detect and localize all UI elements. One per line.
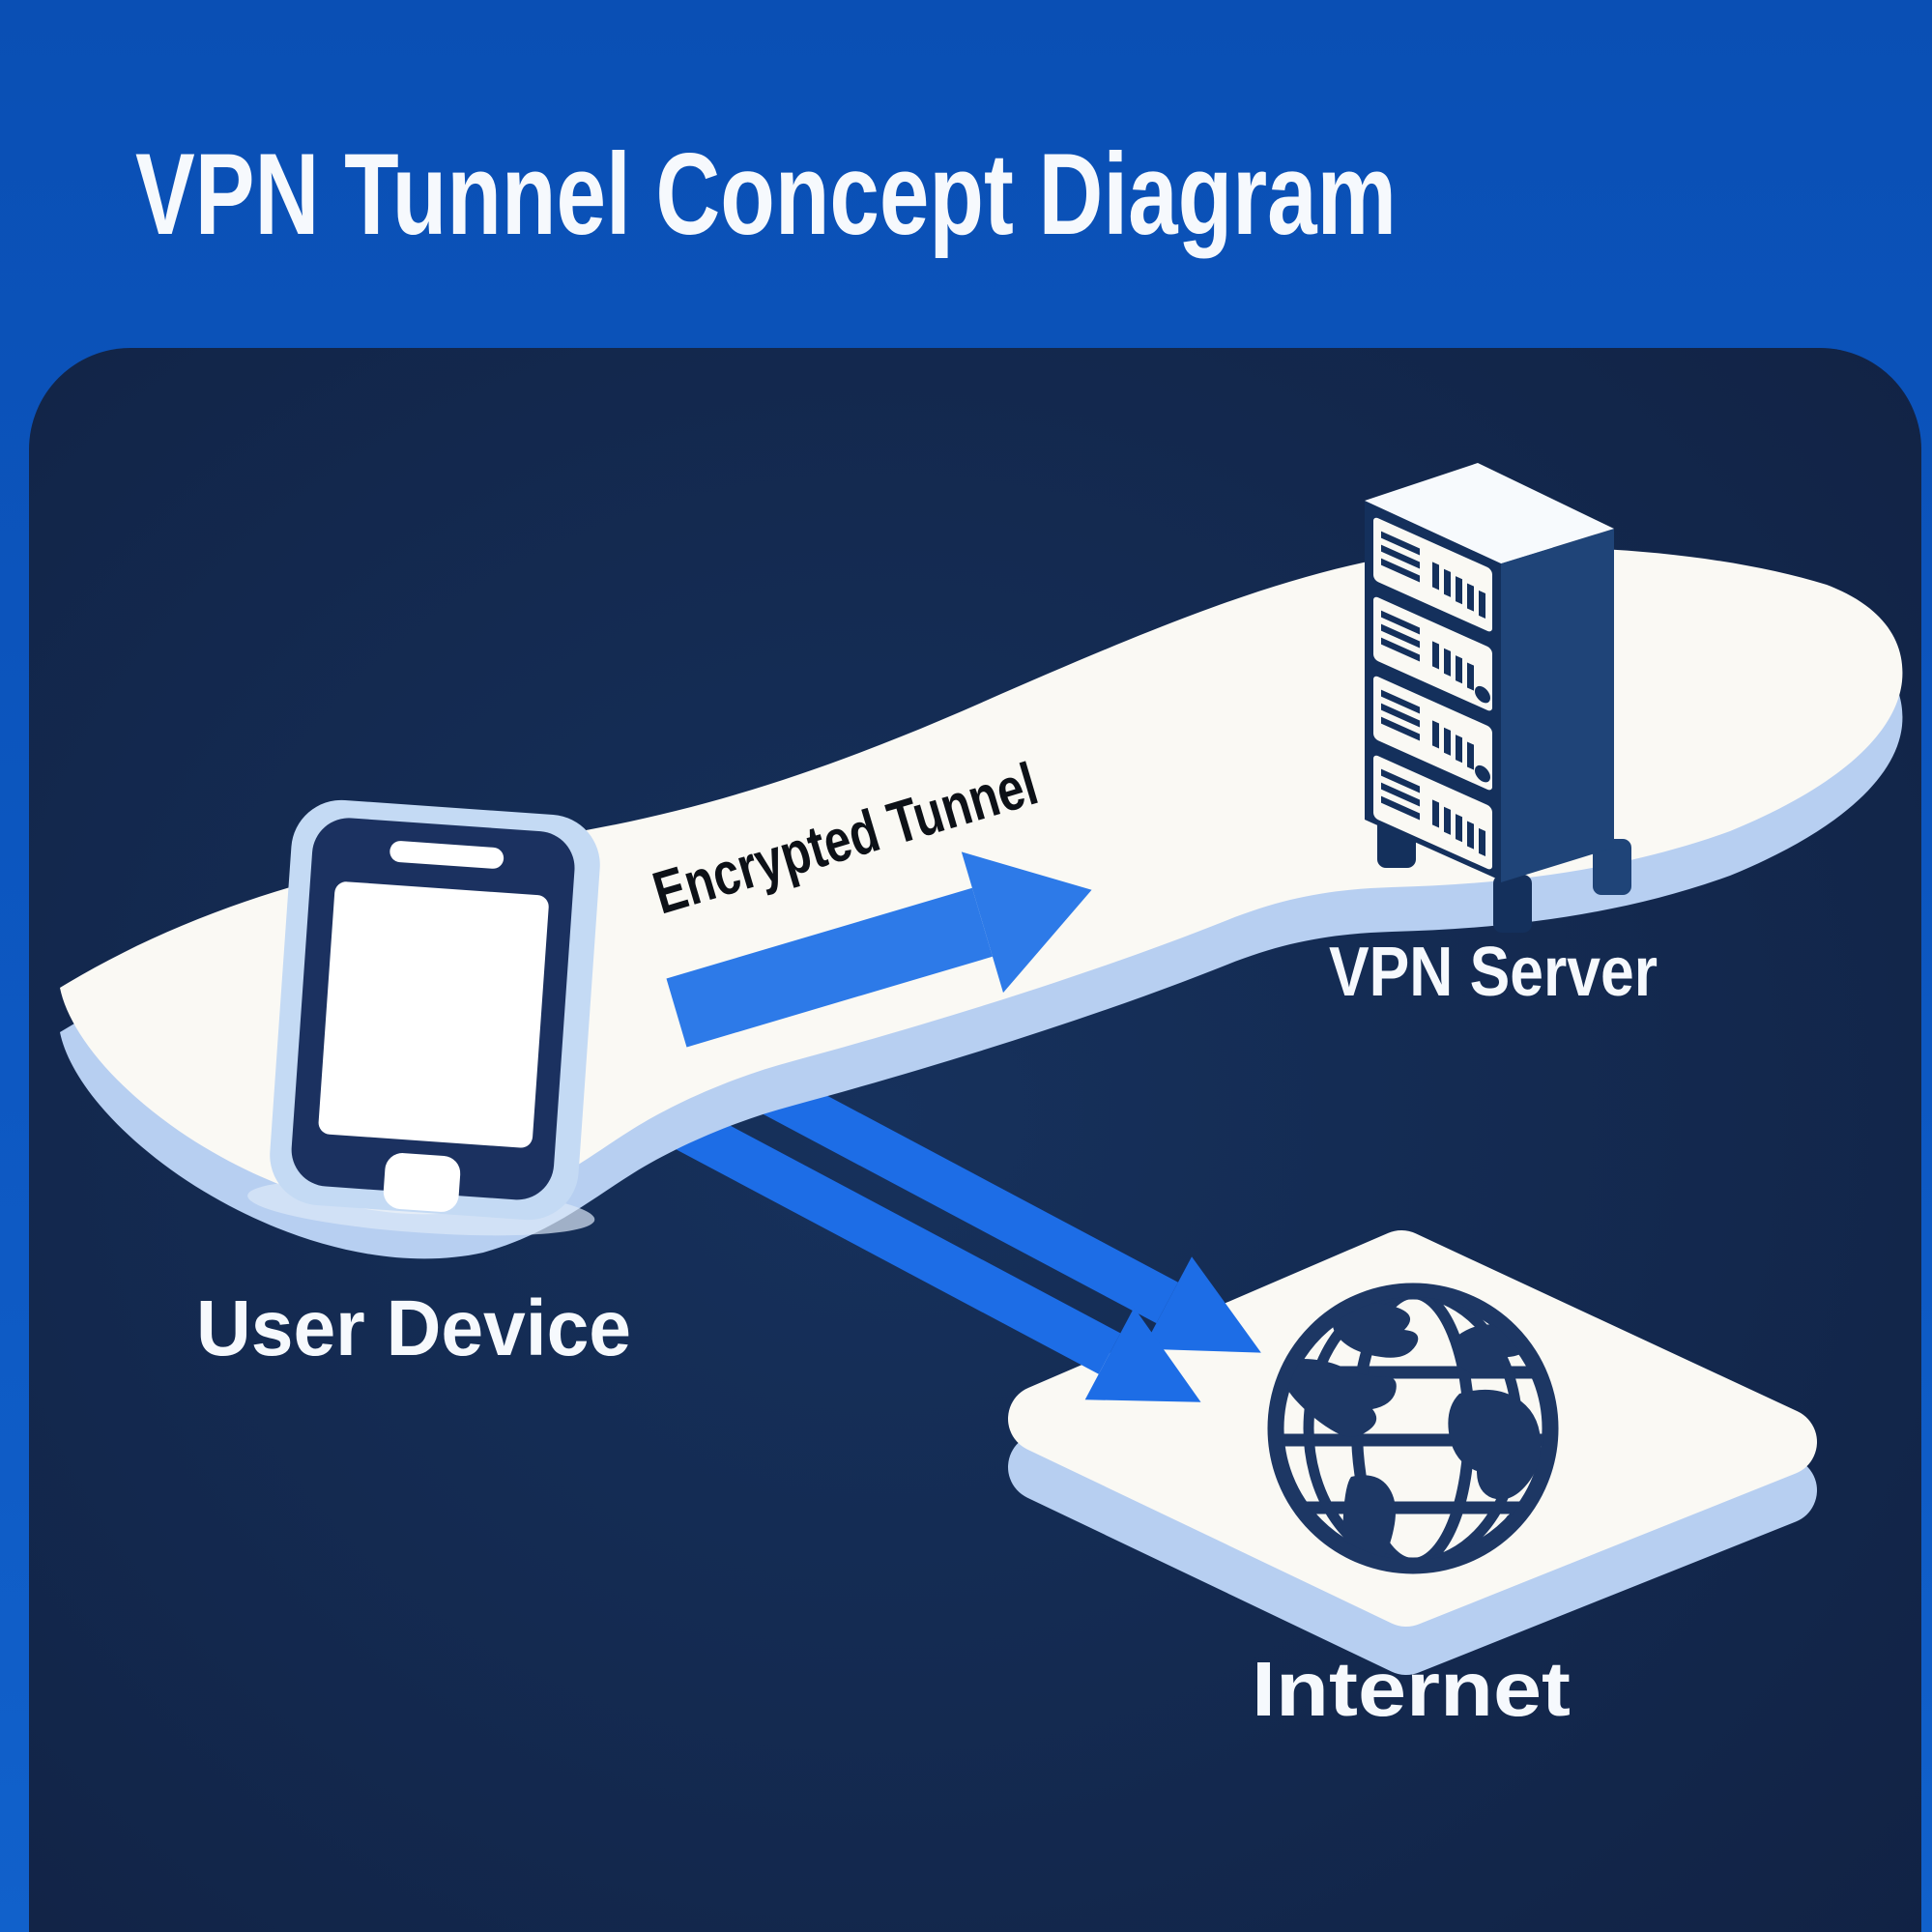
arrow-right-icon: [666, 851, 1092, 1048]
smartphone-icon: [247, 799, 600, 1236]
user-device-label: User Device: [196, 1284, 631, 1372]
phone-screen: [318, 881, 549, 1148]
server-foot: [1493, 875, 1532, 933]
phone-speaker: [389, 841, 505, 869]
server-unit-lines: [1381, 531, 1420, 821]
server-foot: [1593, 839, 1631, 895]
phone-home-button: [383, 1153, 461, 1212]
internet-label: Internet: [1252, 1646, 1571, 1732]
server-unit-leds: [1432, 562, 1490, 856]
server-top-face: [1365, 463, 1614, 563]
page-title: VPN Tunnel Concept Diagram: [135, 130, 1397, 259]
vpn-server-label: VPN Server: [1329, 934, 1658, 1011]
double-arrow-icon-lower: [624, 1081, 1201, 1402]
server-rack-icon: [1365, 463, 1631, 933]
